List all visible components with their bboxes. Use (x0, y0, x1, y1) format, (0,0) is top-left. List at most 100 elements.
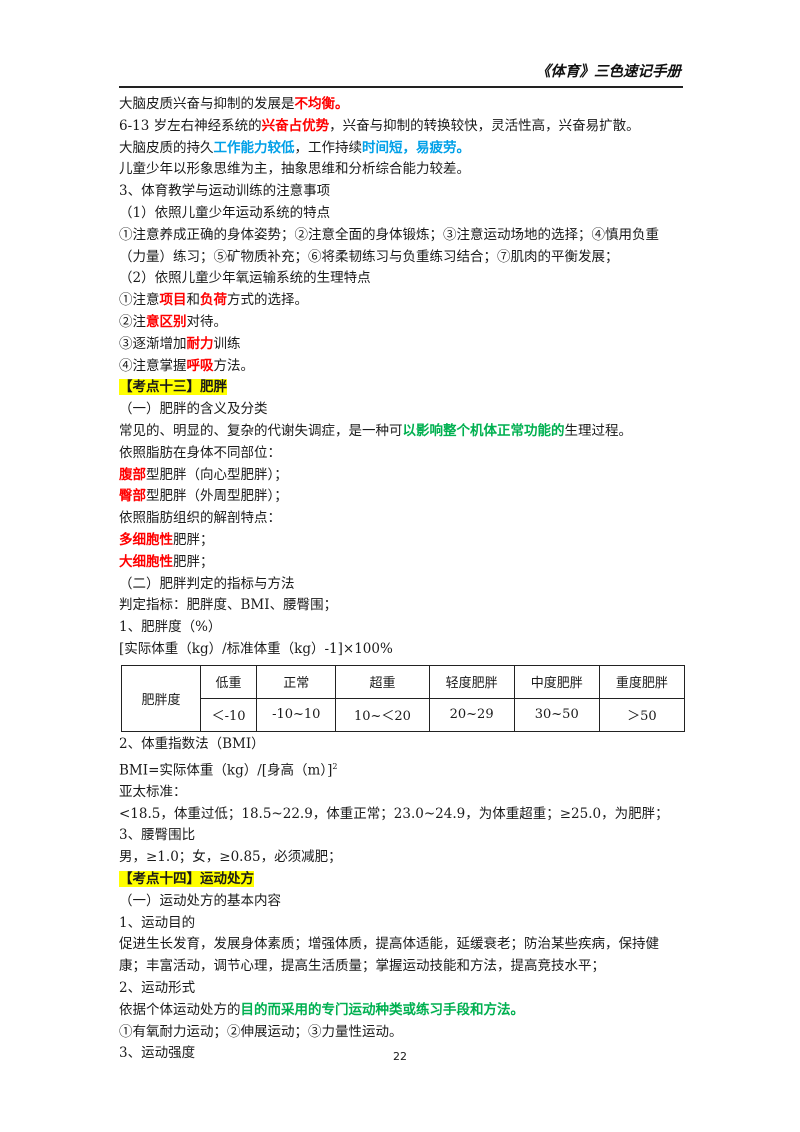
paragraph: 男，≥1.0；女，≥0.85，必须减肥； (119, 849, 342, 866)
table-header-cell: 正常 (256, 664, 337, 699)
text: 生理过程。 (564, 422, 633, 439)
highlight-red: 大细胞性 (119, 553, 173, 570)
text: 型肥胖（向心型肥胖）； (146, 466, 288, 483)
text: 大脑皮质的持久 (119, 139, 214, 156)
paragraph: 大脑皮质兴奋与抑制的发展是不均衡。 (119, 94, 689, 116)
list-item: 臀部型肥胖（外周型肥胖）； (119, 486, 689, 508)
highlight-red: 意区别 (146, 313, 187, 330)
text: ，工作持续 (294, 139, 363, 156)
highlight-red: 腹部 (119, 466, 146, 483)
text: ①注意 (119, 292, 160, 309)
table-cell: ＞50 (598, 697, 686, 732)
paragraph: 康；丰富活动，调节心理，提高生活质量；掌握运动技能和方法，提高竞技水平； (119, 958, 605, 975)
table-header-cell: 重度肥胖 (598, 664, 686, 699)
list-item: ③逐渐增加耐力训练 (119, 334, 689, 356)
list-item: ①注意项目和负荷方式的选择。 (119, 290, 689, 312)
paragraph: 常见的、明显的、复杂的代谢失调症，是一种可以影响整个机体正常功能的生理过程。 (119, 421, 689, 443)
kaodian-heading: 【考点十三】肥胖 (119, 377, 689, 399)
table-cell: 30~50 (513, 697, 600, 732)
subsection-heading: （二）肥胖判定的指标与方法 (119, 575, 295, 592)
kaodian-13-heading: 【考点十三】肥胖 (119, 379, 227, 396)
obesity-table: 肥胖度 低重 正常 超重 轻度肥胖 中度肥胖 重度肥胖 ＜-10 -10~10 … (121, 664, 686, 732)
text: ④注意掌握 (119, 357, 187, 374)
subsection-heading: （1）依照儿童少年运动系统的特点 (119, 204, 331, 221)
text: ③逐渐增加 (119, 335, 187, 352)
text: 和 (186, 292, 201, 309)
list-item: 腹部型肥胖（向心型肥胖）； (119, 465, 689, 487)
kaodian-title: 运动处方 (200, 871, 254, 887)
highlight-green: 以影响整个机体正常功能的 (402, 422, 565, 439)
highlight-red: 兴奋占优势 (261, 117, 330, 134)
table-cell: ＜-10 (199, 697, 258, 732)
page-content: 大脑皮质兴奋与抑制的发展是不均衡。 6-13 岁左右神经系统的兴奋占优势，兴奋与… (119, 94, 689, 1065)
subsection-heading: （2）依照儿童少年氧运输系统的生理特点 (119, 270, 371, 287)
table-row: ＜-10 -10~10 10~＜20 20~29 30~50 ＞50 (122, 697, 686, 732)
formula: [实际体重（kg）/标准体重（kg）-1]×100% (119, 640, 393, 657)
paragraph: 亚太标准： (119, 783, 187, 800)
highlight-red: 臀部 (119, 488, 146, 505)
section-heading: 3、运动强度 (119, 1045, 196, 1062)
page-number: 22 (393, 1050, 407, 1063)
paragraph: ①有氧耐力运动；②伸展运动；③力量性运动。 (119, 1023, 403, 1040)
list-item: ④注意掌握呼吸方法。 (119, 356, 689, 378)
section-heading: 2、体重指数法（BMI） (119, 735, 265, 752)
table-header-cell: 低重 (199, 664, 258, 699)
page-header: 《体育》三色速记手册 (119, 56, 683, 88)
list-item: 多细胞性肥胖； (119, 530, 689, 552)
section-heading: 1、肥胖度（%） (119, 619, 222, 636)
table-header-cell: 超重 (335, 664, 430, 699)
text: 肥胖； (173, 531, 214, 548)
highlight-green: 目的而采用的专门运动种类或练习手段和方法。 (240, 1001, 525, 1018)
text: 依据个体运动处方的 (119, 1001, 241, 1018)
table-header-cell: 中度肥胖 (513, 664, 600, 699)
table-cell: -10~10 (256, 697, 337, 732)
highlight-red: 耐力 (186, 335, 214, 352)
text: 型肥胖（外周型肥胖）； (146, 488, 288, 505)
paragraph: 促进生长发育，发展身体素质；增强体质，提高体适能，延缓衰老；防治某些疾病，保持健 (119, 936, 659, 953)
kaodian-14-heading: 【考点十四】运动处方 (119, 871, 254, 887)
highlight-red: 呼吸 (186, 357, 214, 374)
kaodian-heading: 【考点十四】运动处方 (119, 869, 689, 891)
text: 常见的、明显的、复杂的代谢失调症，是一种可 (119, 422, 403, 439)
text: ，兴奋与抑制的转换较快，灵活性高，兴奋易扩散。 (329, 117, 640, 134)
table-cell: 10~＜20 (335, 697, 430, 732)
table-cell: 20~29 (428, 697, 515, 732)
text: 大脑皮质兴奋与抑制的发展是 (119, 96, 295, 112)
formula: BMI=实际体重（kg）/[身高（m）]2 (119, 756, 689, 782)
kaodian-title: 肥胖 (200, 379, 227, 396)
paragraph: <18.5，体重过低；18.5~22.9，体重正常；23.0~24.9，为体重超… (119, 805, 669, 822)
paragraph: 儿童少年以形象思维为主，抽象思维和分析综合能力较差。 (119, 161, 470, 178)
header-title: 《体育》三色速记手册 (536, 64, 681, 80)
table-row: 肥胖度 低重 正常 超重 轻度肥胖 中度肥胖 重度肥胖 (121, 664, 686, 732)
text: 对待。 (186, 313, 228, 330)
highlight-red: 多细胞性 (119, 531, 173, 548)
section-heading: 3、体育教学与运动训练的注意事项 (119, 183, 331, 200)
subsection-heading: （一）肥胖的含义及分类 (119, 401, 268, 418)
list-item: ②注意区别对待。 (119, 312, 689, 334)
highlight-red: 不均衡。 (294, 96, 349, 112)
section-heading: 2、运动形式 (119, 979, 196, 996)
text: 方法。 (213, 357, 255, 374)
paragraph: 大脑皮质的持久工作能力较低，工作持续时间短，易疲劳。 (119, 138, 689, 160)
paragraph: 判定指标：肥胖度、BMI、腰臀围； (119, 597, 338, 614)
paragraph: （力量）练习；⑤矿物质补充；⑥将柔韧练习与负重练习结合；⑦肌肉的平衡发展； (119, 248, 619, 265)
paragraph: 依据个体运动处方的目的而采用的专门运动种类或练习手段和方法。 (119, 1000, 689, 1022)
section-heading: 3、腰臀围比 (119, 827, 196, 844)
kaodian-label: 【考点十四】 (119, 871, 200, 887)
highlight-red: 项目 (159, 292, 187, 309)
list-item: 大细胞性肥胖； (119, 552, 689, 574)
text: 方式的选择。 (227, 292, 308, 309)
text: BMI=实际体重（kg）/[身高（m）] (119, 762, 333, 779)
kaodian-label: 【考点十三】 (119, 379, 200, 396)
paragraph: 依照脂肪在身体不同部位： (119, 444, 281, 461)
highlight-blue: 时间短，易疲劳。 (362, 139, 470, 156)
subsection-heading: （一）运动处方的基本内容 (119, 892, 281, 909)
paragraph: 6-13 岁左右神经系统的兴奋占优势，兴奋与抑制的转换较快，灵活性高，兴奋易扩散… (119, 116, 689, 138)
highlight-red: 负荷 (200, 292, 227, 309)
text: 训练 (213, 335, 241, 352)
superscript: 2 (332, 761, 338, 771)
paragraph: 依照脂肪组织的解剖特点： (119, 510, 281, 527)
text: ②注 (119, 313, 146, 330)
section-heading: 1、运动目的 (119, 914, 196, 931)
paragraph: ①注意养成正确的身体姿势；②注意全面的身体锻炼；③注意运动场地的选择；④慎用负重 (119, 226, 659, 243)
